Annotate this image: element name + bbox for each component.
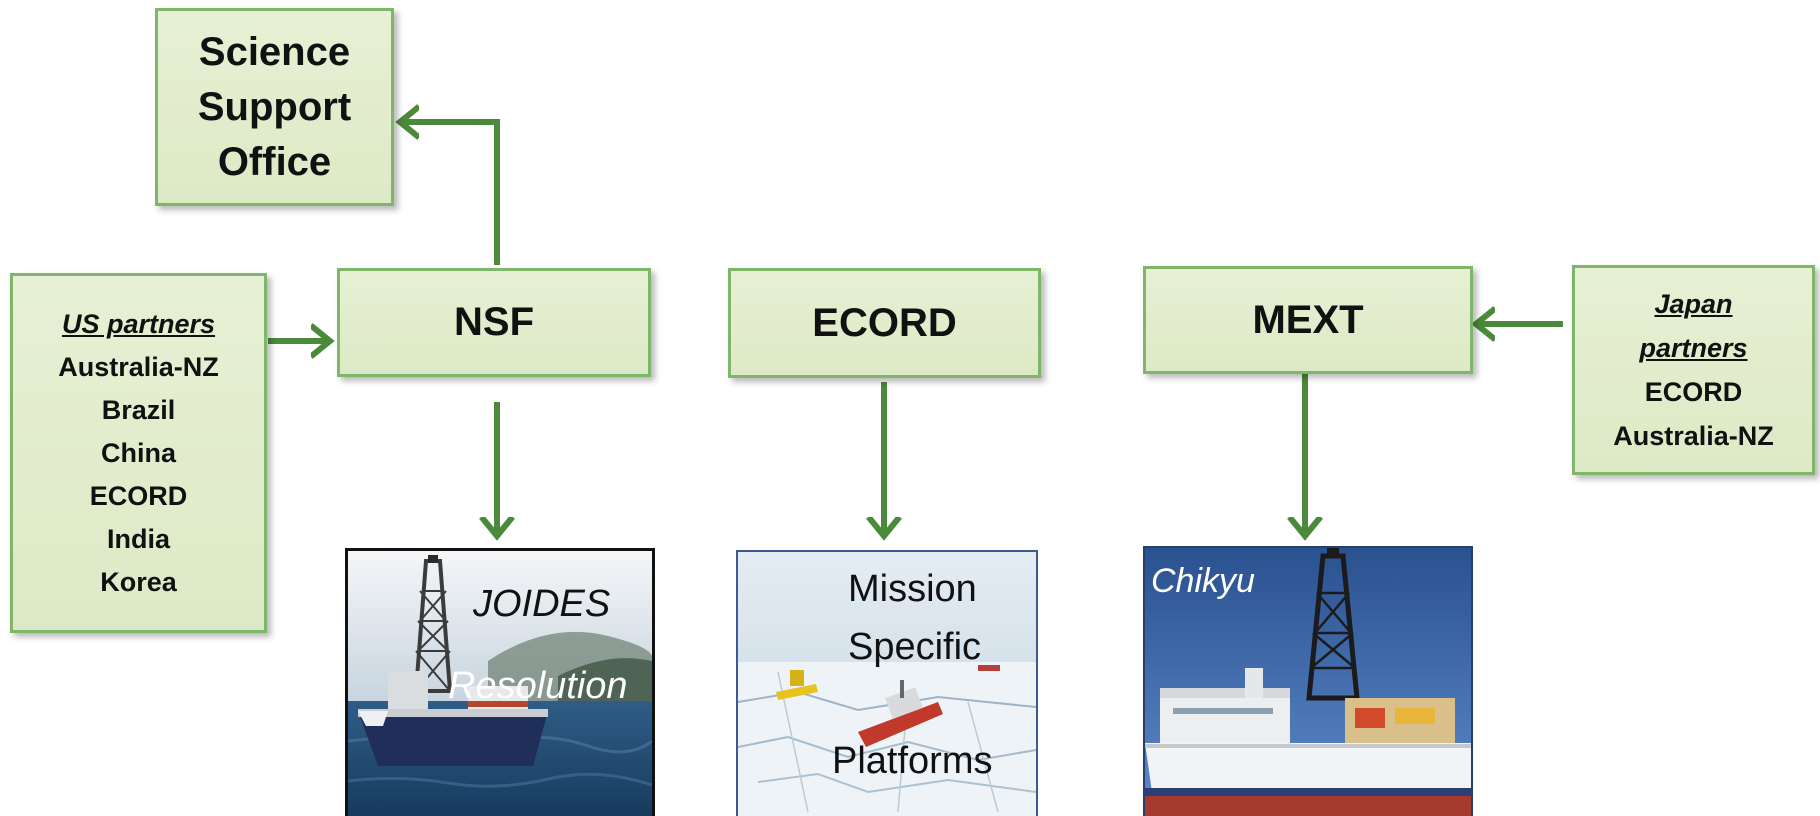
us-partners-box: US partners Australia-NZ Brazil China EC… [10,273,267,633]
us-partner-item: Australia-NZ [58,351,219,382]
mext-box: MEXT [1143,266,1473,374]
chikyu-photo: Chikyu [1143,546,1473,816]
msp-label-line-2: Specific [848,626,982,668]
science-support-office-line-2: Support [197,84,352,129]
joides-resolution-photo: JOIDES Resolution [345,548,655,816]
us-partner-item: India [106,523,170,554]
nsf-label: NSF [454,300,534,344]
nsf-box: NSF [337,268,651,377]
japan-partners-heading-line-1: Japan [1654,289,1733,319]
ecord-box: ECORD [728,268,1041,378]
mext-label: MEXT [1252,297,1364,342]
japan-partners-heading-line-2: partners [1639,333,1748,363]
icebreaker-illustration [738,552,1036,816]
japan-partner-item: Australia-NZ [1613,421,1774,451]
arrow-nsf-to-science-office [400,122,500,265]
joides-label-line-2: Resolution [448,665,628,707]
msp-label-line-3: Platforms [832,740,993,782]
mission-specific-platforms-photo: Mission Specific Platforms [736,550,1038,816]
msp-label-line-1: Mission [848,568,977,610]
science-support-office-line-1: Science [198,29,351,74]
us-partner-item: Korea [100,566,177,597]
joides-label-line-1: JOIDES [473,583,611,625]
science-support-office-line-3: Office [217,139,332,184]
us-partner-item: ECORD [89,480,188,511]
science-support-office-box: Science Support Office [155,8,394,206]
chikyu-label: Chikyu [1151,562,1255,600]
japan-partner-item: ECORD [1644,377,1743,407]
joides-ship-illustration [348,551,652,816]
japan-partners-box: Japan partners ECORD Australia-NZ [1572,265,1815,475]
us-partners-heading: US partners [61,308,216,339]
ecord-label: ECORD [812,300,957,345]
us-partner-item: China [100,437,176,468]
us-partner-item: Brazil [101,394,176,425]
chikyu-ship-illustration [1145,548,1471,816]
